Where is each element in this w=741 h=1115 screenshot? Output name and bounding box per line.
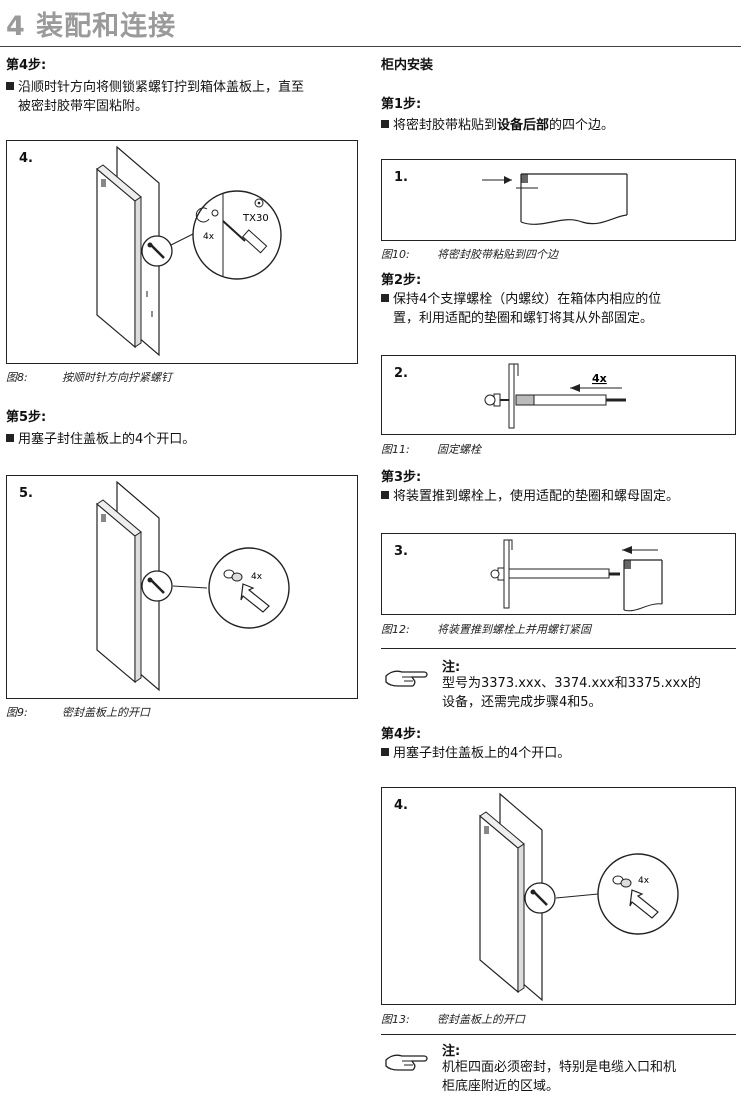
- figure-9: 5. 4x: [6, 475, 358, 699]
- cabinet-illustration: 4x: [479, 792, 679, 1002]
- bullet-icon: [381, 120, 389, 128]
- bullet-icon: [6, 82, 14, 90]
- right-step1-heading: 第1步:: [381, 97, 422, 112]
- figure-number: 5.: [19, 486, 33, 501]
- left-step4-heading: 第4步:: [6, 58, 47, 73]
- note2-line2: 柜底座附近的区域。: [442, 1079, 560, 1094]
- caption-text: 密封盖板上的开口: [437, 1013, 525, 1026]
- right-step3-text: 将装置推到螺栓上，使用适配的垫圈和螺母固定。: [381, 487, 679, 506]
- figure-10: 1.: [381, 159, 736, 241]
- left-step5-line: 用塞子封住盖板上的4个开口。: [18, 432, 196, 447]
- left-step4-line1: 沿顺时针方向将侧锁紧螺钉拧到箱体盖板上，直至: [18, 80, 305, 95]
- cabinet-illustration: 4x TX30: [96, 145, 282, 357]
- figure-11-caption: 图11: 固定螺栓: [381, 441, 481, 457]
- note-rule: [381, 648, 736, 649]
- note2-text: 机柜四面必须密封，特别是电缆入口和机 柜底座附近的区域。: [442, 1058, 676, 1096]
- callout-count: 4x: [592, 372, 607, 385]
- right-step2-heading: 第2步:: [381, 273, 422, 288]
- plug-icon: [223, 569, 243, 582]
- note1-label: 注:: [442, 660, 461, 675]
- figure-13: 4. 4x: [381, 787, 736, 1005]
- figure-12: 3.: [381, 533, 736, 615]
- left-step4-line2: 被密封胶带牢固粘附。: [18, 99, 149, 114]
- right-step2-line1: 保持4个支撑螺栓（内螺纹）在箱体内相应的位: [393, 292, 662, 307]
- callout-count: 4x: [203, 232, 215, 242]
- callout-count: 4x: [251, 572, 263, 582]
- plug-icon: [612, 875, 632, 888]
- figure-number: 4.: [394, 798, 408, 813]
- arrow-icon: [629, 889, 659, 919]
- right-step1-text: 将密封胶带粘贴到设备后部的四个边。: [381, 116, 614, 135]
- right-step2-text: 保持4个支撑螺栓（内螺纹）在箱体内相应的位 置，利用适配的垫圈和螺钉将其从外部固…: [381, 290, 731, 328]
- figure-11: 2. 4x: [381, 355, 736, 435]
- mounting-illustration: [490, 539, 663, 612]
- left-step5-text: 用塞子封住盖板上的4个开口。: [6, 430, 195, 449]
- caption-number: 图10:: [381, 248, 410, 261]
- note1-line1: 型号为3373.xxx、3374.xxx和3375.xxx的: [442, 676, 701, 691]
- step1-text-bold: 设备后部: [497, 118, 550, 133]
- arrow-icon: [240, 583, 270, 613]
- right-step3-heading: 第3步:: [381, 470, 422, 485]
- figure-8-caption: 图8: 按顺时针方向拧紧螺钉: [6, 369, 172, 385]
- right-step2-line2: 置，利用适配的垫圈和螺钉将其从外部固定。: [393, 311, 654, 326]
- caption-number: 图8:: [6, 371, 28, 384]
- bullet-icon: [381, 294, 389, 302]
- figure-number: 4.: [19, 151, 33, 166]
- right-step3-line: 将装置推到螺栓上，使用适配的垫圈和螺母固定。: [393, 489, 680, 504]
- note1-line2: 设备，还需完成步骤4和5。: [442, 695, 602, 710]
- figure-number: 3.: [394, 544, 408, 559]
- screw-icon: [484, 393, 509, 407]
- right-step4-text: 用塞子封住盖板上的4个开口。: [381, 744, 570, 763]
- pointing-hand-icon: [385, 670, 428, 687]
- step1-text-pre: 将密封胶带粘贴到: [393, 118, 498, 133]
- pointing-hand-icon: [385, 1054, 428, 1071]
- caption-text: 将装置推到螺栓上并用螺钉紧固: [437, 623, 591, 636]
- caption-text: 将密封胶带粘贴到四个边: [437, 248, 558, 261]
- figure-13-caption: 图13: 密封盖板上的开口: [381, 1011, 525, 1027]
- screwdriver-icon: [222, 220, 268, 254]
- caption-text: 按顺时针方向拧紧螺钉: [62, 371, 172, 384]
- caption-number: 图11:: [381, 443, 410, 456]
- left-step4-text: 沿顺时针方向将侧锁紧螺钉拧到箱体盖板上，直至 被密封胶带牢固粘附。: [6, 78, 356, 116]
- header-rule: [0, 46, 741, 47]
- right-step4-heading: 第4步:: [381, 727, 422, 742]
- figure-8: 4. 4x TX30: [6, 140, 358, 364]
- right-step4-line: 用塞子封住盖板上的4个开口。: [393, 746, 571, 761]
- caption-text: 固定螺栓: [437, 443, 481, 456]
- section-title: 柜内安装: [381, 58, 434, 73]
- note-rule: [381, 1034, 736, 1035]
- figure-9-caption: 图9: 密封盖板上的开口: [6, 704, 150, 720]
- tool-label: TX30: [242, 213, 269, 224]
- caption-number: 图9:: [6, 706, 28, 719]
- caption-number: 图13:: [381, 1013, 410, 1026]
- figure-12-caption: 图12: 将装置推到螺栓上并用螺钉紧固: [381, 621, 591, 637]
- bullet-icon: [6, 434, 14, 442]
- note2-line1: 机柜四面必须密封，特别是电缆入口和机: [442, 1060, 677, 1075]
- figure-10-caption: 图10: 将密封胶带粘贴到四个边: [381, 246, 558, 262]
- caption-number: 图12:: [381, 623, 410, 636]
- cabinet-illustration: 4x: [96, 480, 290, 692]
- caption-text: 密封盖板上的开口: [62, 706, 150, 719]
- left-step5-heading: 第5步:: [6, 410, 47, 425]
- tape-illustration: [482, 173, 628, 225]
- page-title: 4 装配和连接: [6, 11, 177, 42]
- figure-number: 1.: [394, 170, 408, 185]
- figure-number: 2.: [394, 366, 408, 381]
- note1-text: 型号为3373.xxx、3374.xxx和3375.xxx的 设备，还需完成步骤…: [442, 674, 701, 712]
- bullet-icon: [381, 491, 389, 499]
- bolt-illustration: 4x: [484, 363, 626, 429]
- step1-text-post: 的四个边。: [549, 118, 615, 133]
- bullet-icon: [381, 748, 389, 756]
- note2-label: 注:: [442, 1044, 461, 1059]
- callout-count: 4x: [638, 876, 650, 886]
